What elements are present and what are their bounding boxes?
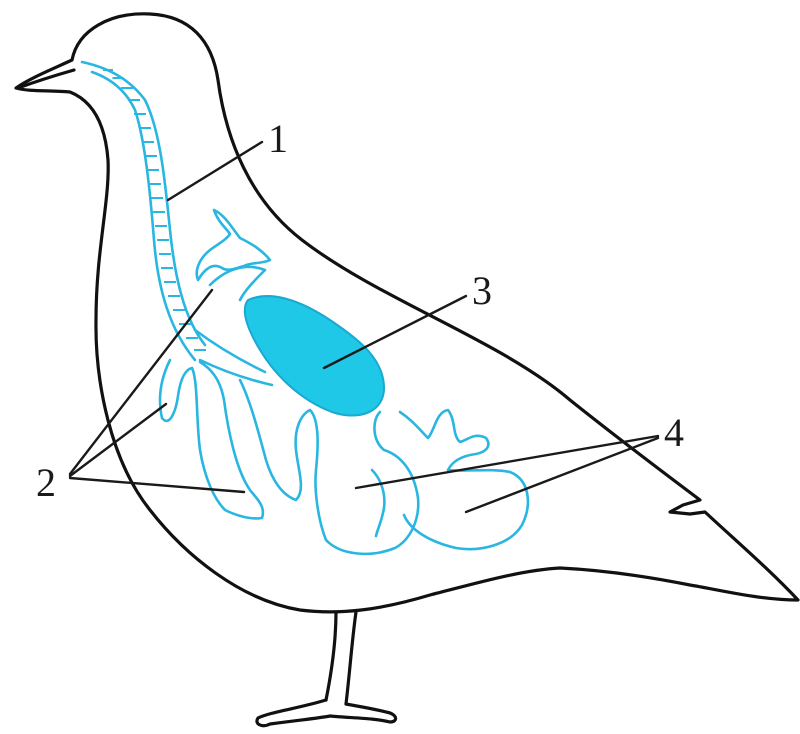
- label-3: 3: [472, 268, 492, 313]
- label-1: 1: [268, 116, 288, 161]
- air-sac-small-loop: [372, 470, 384, 536]
- air-sac-abdominal: [400, 410, 528, 549]
- air-sac-cervical: [197, 210, 270, 300]
- label-2: 2: [36, 460, 56, 505]
- lung: [245, 296, 384, 415]
- leader-2c: [70, 478, 244, 492]
- trachea-rings: [103, 70, 206, 350]
- leader-2a: [70, 290, 212, 474]
- bird-leg: [326, 612, 356, 704]
- leader-1: [168, 142, 262, 200]
- trachea: [82, 62, 205, 360]
- leader-4b: [466, 438, 658, 512]
- label-4: 4: [664, 410, 684, 455]
- leader-2b: [70, 404, 166, 476]
- bird-foot: [257, 700, 396, 726]
- air-sac-clavicular: [160, 360, 263, 518]
